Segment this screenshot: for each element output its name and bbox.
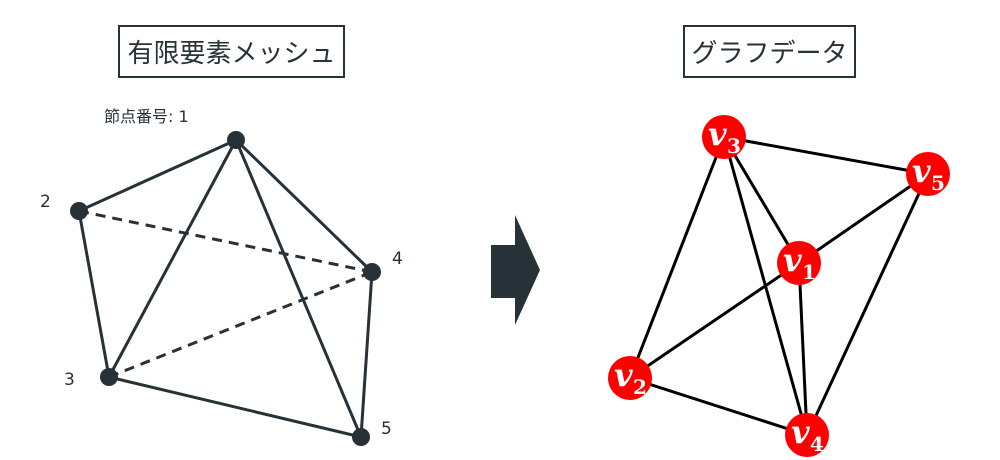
vertex-circle (702, 115, 746, 159)
vertex-circle (785, 413, 829, 457)
node-label-5: 5 (381, 419, 392, 439)
vertex-subscript: 4 (810, 432, 824, 456)
mesh-node-4 (363, 263, 381, 281)
vertex-subscript: 2 (633, 375, 647, 399)
graph-edge-2-4 (629, 376, 808, 437)
mesh-edge-1-5 (234, 139, 363, 438)
mesh-edge-4-5 (359, 271, 374, 438)
mesh-node-2 (70, 202, 88, 220)
mesh-edge-2-3 (77, 210, 111, 378)
mesh-diagram (70, 131, 381, 446)
mesh-node-5 (352, 428, 370, 446)
node-caption-1: 節点番号: 1 (104, 107, 189, 126)
vertex-label: v (791, 413, 810, 451)
node-label-2: 2 (40, 192, 51, 212)
graph-edge-5-1 (798, 172, 929, 265)
vertex-label: v (783, 241, 802, 279)
node-label-3: 3 (64, 370, 75, 390)
graph-edge-3-5 (723, 135, 929, 176)
graph-edge-1-4 (797, 262, 809, 436)
graph-edge-1-2 (629, 261, 800, 380)
mesh-edge-1-3 (107, 139, 238, 378)
mesh-edge-3-5 (108, 375, 362, 439)
vertex-subscript: 5 (931, 171, 945, 195)
mesh-node-1 (227, 131, 245, 149)
vertex-circle (608, 356, 652, 400)
graph-edge-3-2 (628, 136, 726, 379)
graph-edge-5-4 (805, 173, 930, 436)
mesh-title: 有限要素メッシュ (118, 25, 345, 78)
mesh-dashed-edge-2-4 (78, 209, 373, 274)
graph-edge-3-1 (722, 136, 801, 264)
vertex-subscript: 1 (802, 260, 816, 284)
mesh-edge-1-4 (234, 138, 374, 274)
mesh-node-3 (100, 368, 118, 386)
graph-title: グラフデータ (683, 25, 856, 78)
vertex-circle (777, 241, 821, 285)
arrow-right-icon (491, 215, 540, 325)
node-label-4: 4 (392, 249, 403, 269)
mesh-edge-1-2 (78, 138, 237, 213)
vertex-circle (906, 152, 950, 196)
mesh-dashed-edge-3-4 (108, 270, 373, 379)
vertex-label: v (912, 152, 931, 190)
vertex-label: v (708, 115, 727, 153)
vertex-label: v (614, 356, 633, 394)
vertex-subscript: 3 (727, 134, 741, 158)
